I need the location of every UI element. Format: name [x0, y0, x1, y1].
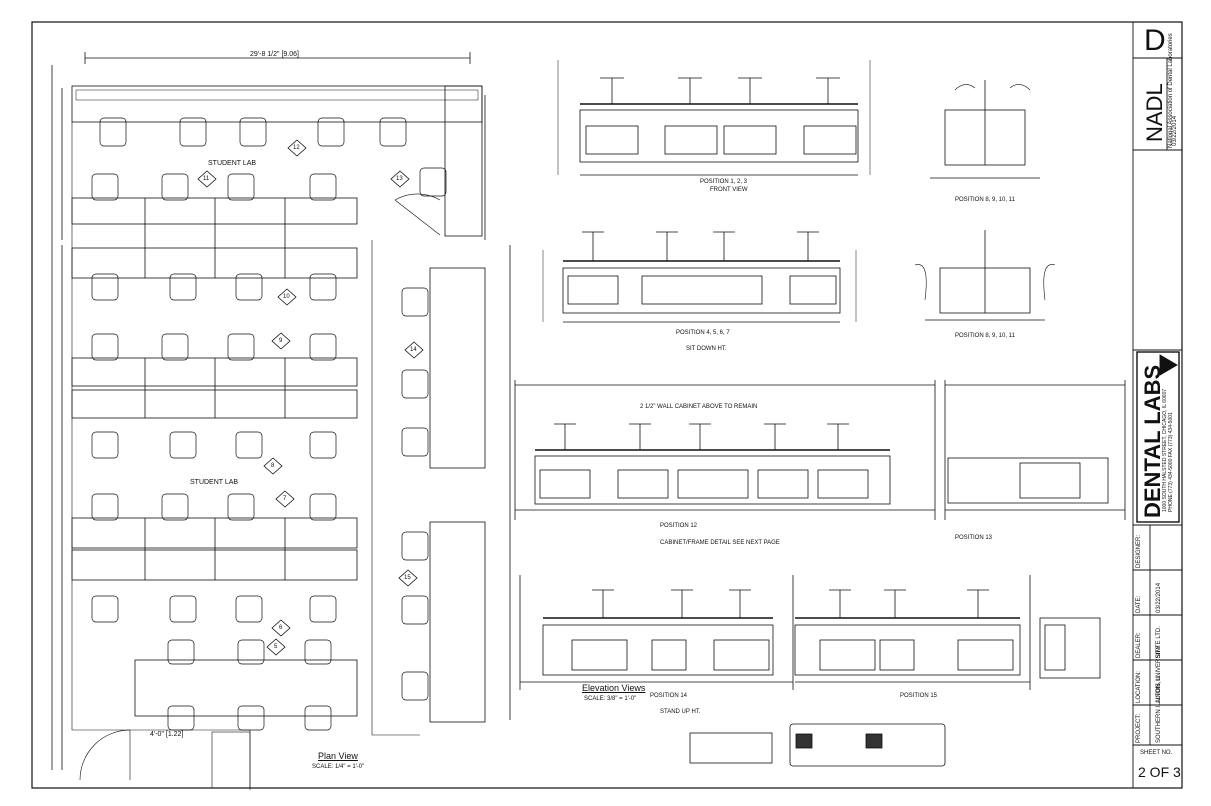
callout-label-13: 13: [396, 176, 403, 182]
callout-10: [277, 288, 297, 306]
elev-note: CABINET/FRAME DETAIL SEE NEXT PAGE: [660, 540, 780, 546]
callout-7: [275, 490, 295, 508]
callout-label-8: 8: [271, 463, 275, 469]
elev-label-8: POSITION 8, 9, 10, 11: [955, 333, 1015, 339]
sheet-border: [31, 21, 1183, 789]
elev-label-1: POSITION 1, 2, 3: [700, 179, 748, 185]
plan-view-title: Plan View: [318, 751, 358, 761]
tb-logo-letter: D: [1144, 24, 1166, 57]
callout-13: [390, 170, 410, 188]
elev-label-7: POSITION 8, 9, 10, 11: [955, 197, 1015, 203]
tb-date-top: 03/22/2014: [1172, 115, 1178, 146]
plan-view: [51, 52, 511, 790]
callout-14: [404, 341, 424, 359]
callout-label-14: 14: [410, 347, 417, 353]
tb-row-value-location: ALTON, IL: [1156, 675, 1162, 703]
elev-sub-5: STAND UP HT.: [660, 709, 701, 715]
room-label-2: STUDENT LAB: [190, 479, 239, 486]
plan-dim-bottom: 4'-0" [1.22]: [150, 731, 184, 738]
plan-callouts: [197, 139, 424, 656]
tb-phone: PHONE (773) 434-5000 FAX (773) 434-5001: [1168, 412, 1174, 512]
elevation-views-scale: SCALE: 3/8" = 1'-0": [584, 696, 637, 702]
callout-9: [271, 332, 291, 350]
callout-5: [266, 638, 286, 656]
elev-sub-1: FRONT VIEW: [710, 187, 748, 193]
callout-label-11: 11: [203, 176, 210, 182]
callout-12: [287, 139, 307, 157]
plan-view-scale: SCALE: 1/4" = 1'-0": [312, 764, 365, 770]
callout-label-9: 9: [279, 338, 283, 344]
callout-label-12: 12: [293, 145, 300, 151]
elev-label-5: POSITION 14: [650, 693, 688, 699]
tb-row-label-date: DATE:: [1136, 595, 1142, 613]
callout-label-6: 6: [279, 625, 283, 631]
tb-row-label-dealer: DEALER:: [1136, 632, 1142, 658]
tb-org-short: NADL: [1142, 83, 1167, 142]
elev-label-2: POSITION 4, 5, 6, 7: [676, 330, 730, 336]
elev-shelf-note: 2 1/2" WALL CABINET ABOVE TO REMAIN: [640, 404, 758, 410]
legend: [689, 723, 946, 767]
tb-row-label-project: PROJECT:: [1136, 713, 1142, 743]
callout-label-5: 5: [274, 644, 278, 650]
tb-row-label-location: LOCATION:: [1136, 671, 1142, 703]
tb-row-value-date: 03/22/2014: [1156, 582, 1162, 613]
tb-sheet-label: SHEET NO.: [1140, 750, 1173, 756]
title-block: [1132, 21, 1183, 789]
elev-label-4: POSITION 13: [955, 535, 993, 541]
tb-row-value-dealer: SINTE LTD.: [1156, 626, 1162, 658]
plan-dim-top: 29'-8 1/2" [9.06]: [250, 51, 299, 58]
callout-label-7: 7: [283, 496, 287, 502]
plan-stools: [91, 117, 447, 731]
room-label-1: STUDENT LAB: [208, 160, 257, 167]
tb-sheet-number: 2 OF 3: [1138, 764, 1181, 780]
callout-15: [398, 569, 418, 587]
callout-label-15: 15: [404, 575, 411, 581]
elev-label-6: POSITION 15: [900, 693, 938, 699]
tb-row-label-designer: DESIGNER:: [1136, 534, 1142, 568]
elevation-views-title: Elevation Views: [582, 683, 646, 693]
callout-11: [197, 170, 217, 188]
callout-6: [271, 619, 291, 637]
callout-8: [263, 457, 283, 475]
elev-label-3: POSITION 12: [660, 523, 698, 529]
elev-sub-2: SIT DOWN HT.: [686, 346, 727, 352]
elevation-views: [514, 60, 1126, 690]
callout-label-10: 10: [283, 294, 290, 300]
